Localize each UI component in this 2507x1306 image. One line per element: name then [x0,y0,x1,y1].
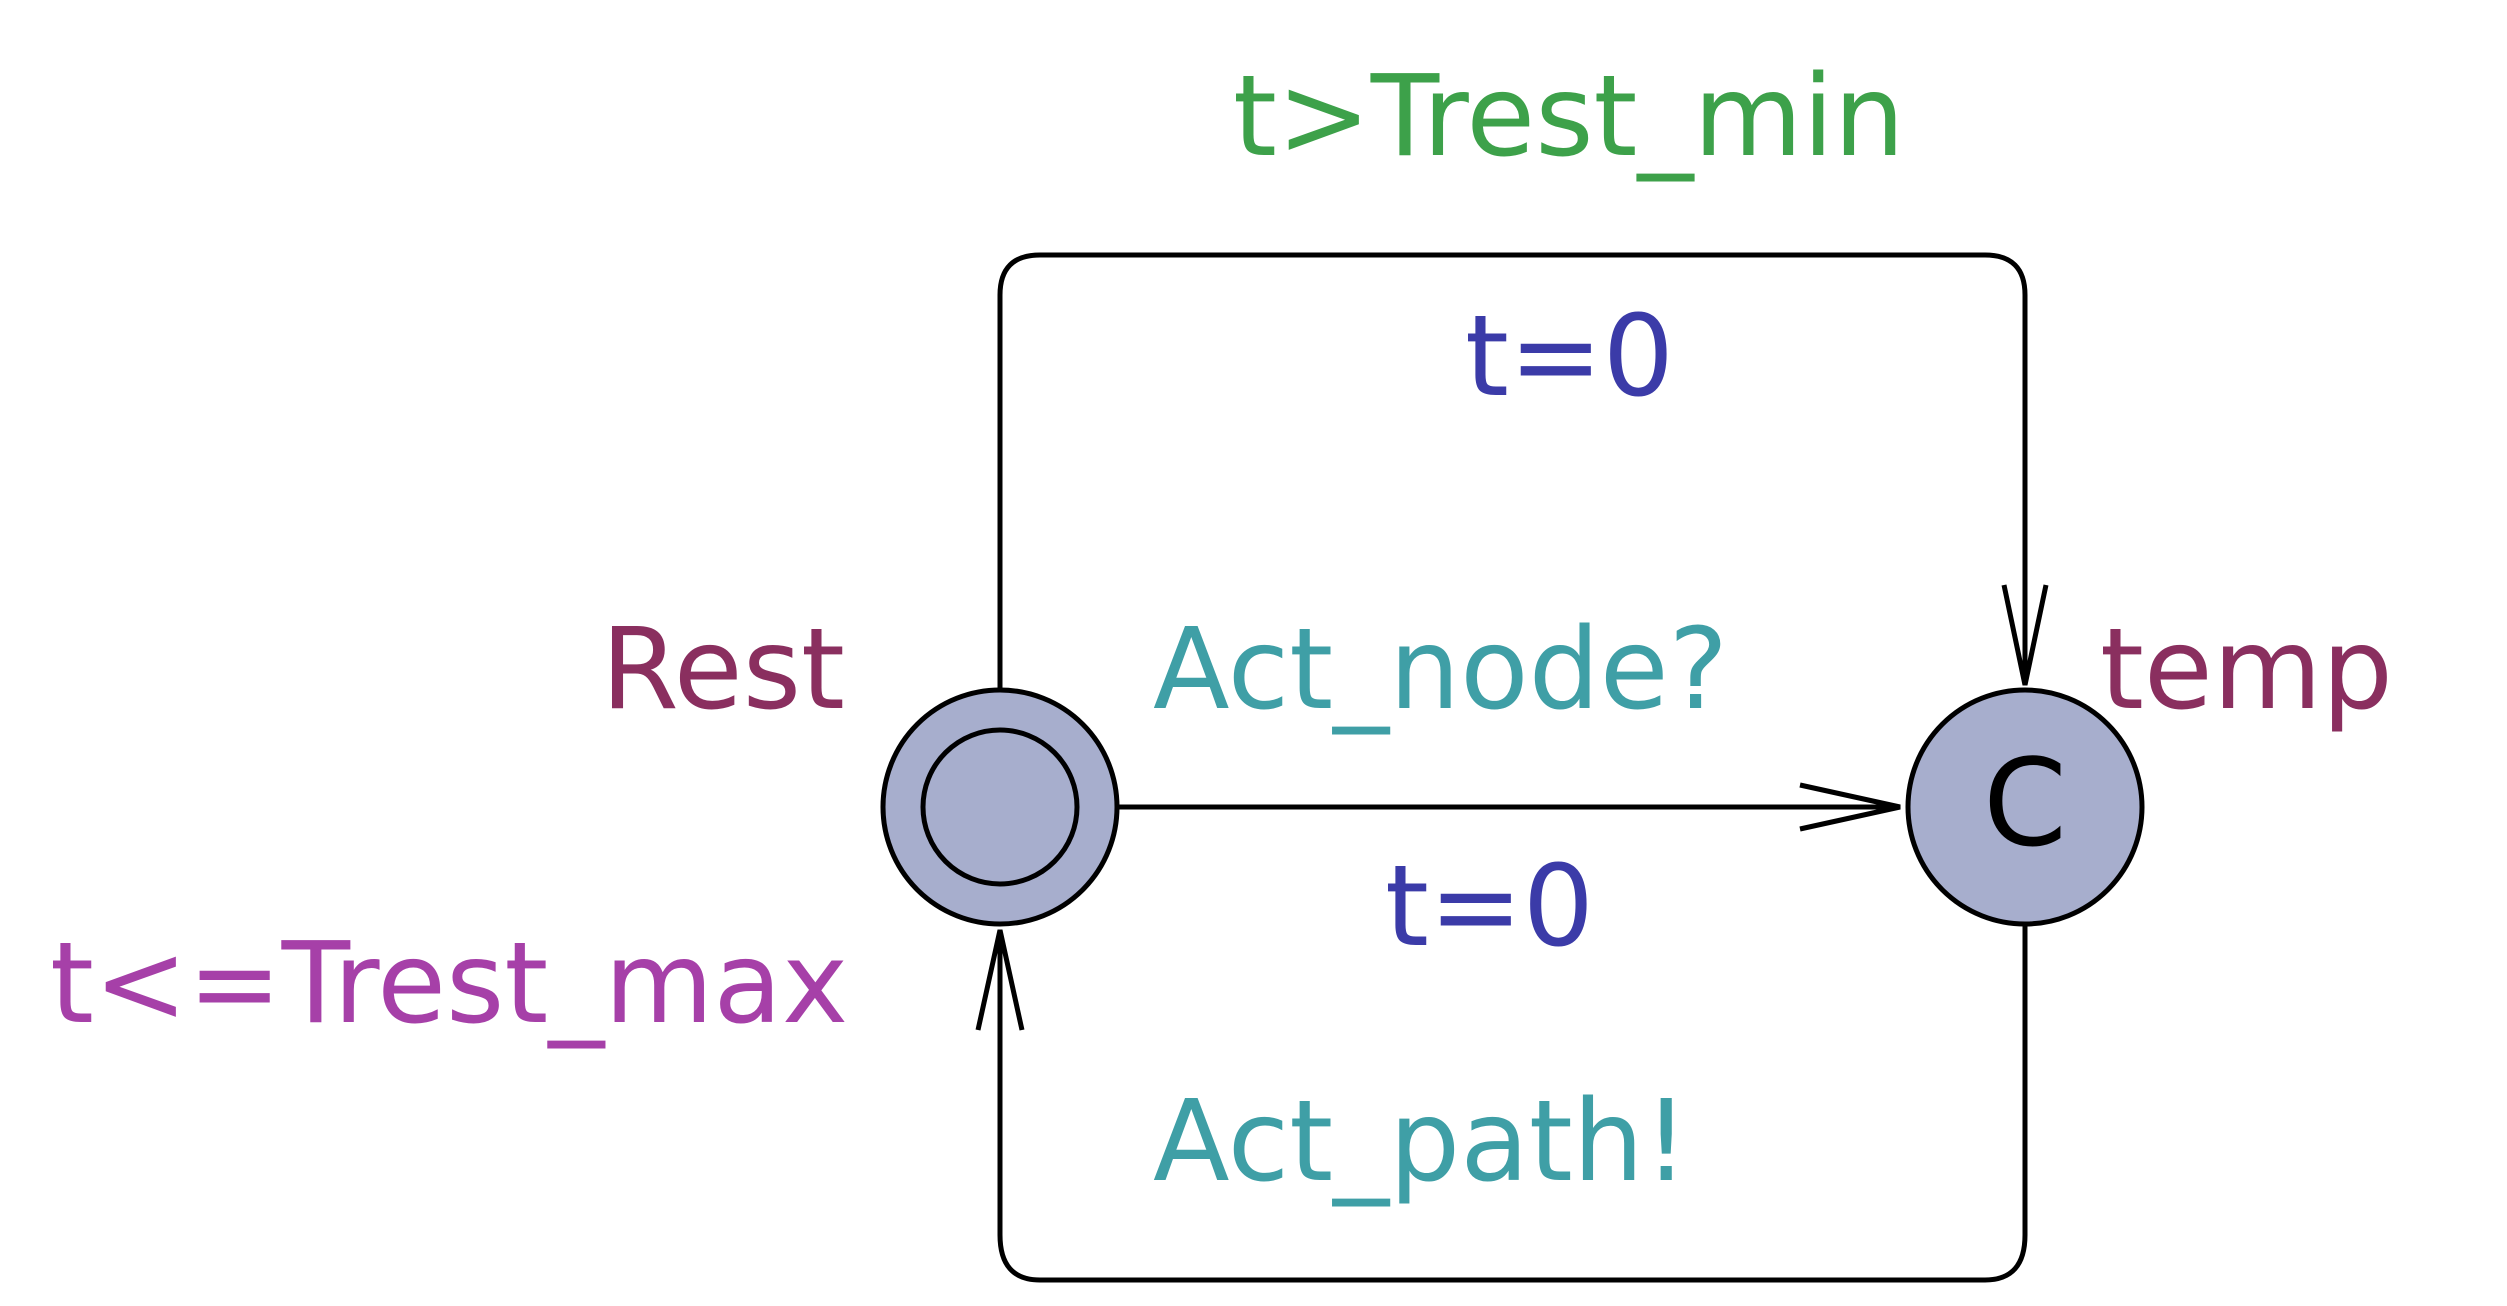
temp-location-name: temp [2100,605,2393,735]
edge-middle-sync: Act_node? [1153,605,1728,735]
rest-location-inner [920,727,1080,887]
rest-location-outer[interactable] [880,687,1120,927]
edge-top-guard: t>Trest_min [1233,52,1905,182]
rest-invariant: t<=Trest_max [50,919,848,1049]
edge-bottom-line [997,925,2028,1283]
edge-middle-update: t=0 [1385,842,1594,972]
edge-top-line [997,252,2028,690]
edge-bottom-arrowhead [975,929,1025,1031]
edge-top-update: t=0 [1465,292,1674,422]
temp-location[interactable] [1905,687,2145,927]
edge-top-arrowhead [2001,584,2049,686]
committed-marker: C [1983,735,2067,874]
edge-middle-arrowhead [1799,782,1901,832]
rest-location-name: Rest [601,605,845,735]
edge-bottom-sync: Act_path! [1153,1077,1689,1207]
